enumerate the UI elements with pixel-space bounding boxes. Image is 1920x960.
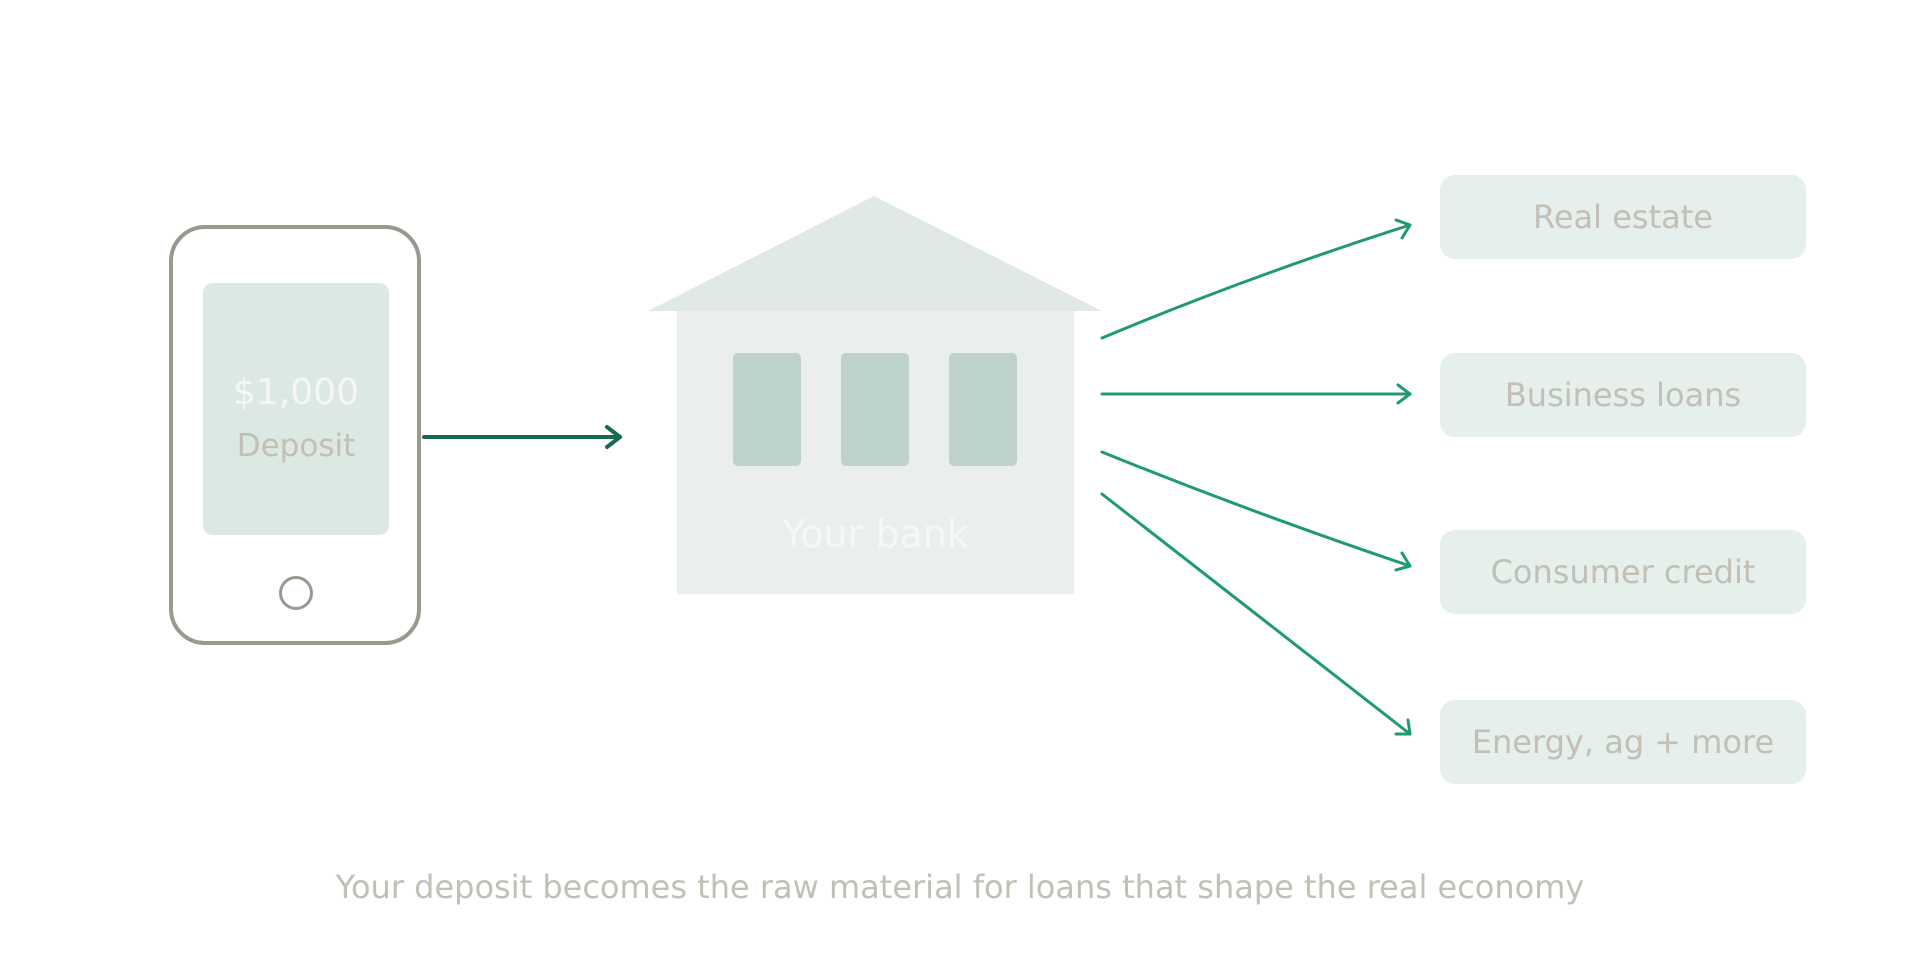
phone-home-button	[279, 576, 313, 610]
caption: Your deposit becomes the raw material fo…	[335, 868, 1585, 906]
arrow-energy	[1100, 492, 1412, 736]
destination-business-loans: Business loans	[1440, 353, 1806, 437]
arrow-business-loans	[1100, 383, 1412, 405]
phone-screen	[203, 283, 389, 535]
arrow-consumer-credit	[1100, 450, 1412, 572]
deposit-amount: $1,000	[233, 372, 359, 413]
deposit-label: Deposit	[236, 428, 356, 464]
arrow-real-estate	[1100, 218, 1412, 340]
bank-window	[949, 353, 1017, 466]
deposit-arrow	[422, 425, 622, 449]
destination-energy: Energy, ag + more	[1440, 700, 1806, 784]
destination-real-estate: Real estate	[1440, 175, 1806, 259]
bank-roof	[648, 196, 1102, 311]
phone-outline	[169, 225, 421, 645]
bank-window	[733, 353, 801, 466]
bank-label: Your bank	[782, 512, 969, 556]
destination-consumer-credit: Consumer credit	[1440, 530, 1806, 614]
bank-window	[841, 353, 909, 466]
